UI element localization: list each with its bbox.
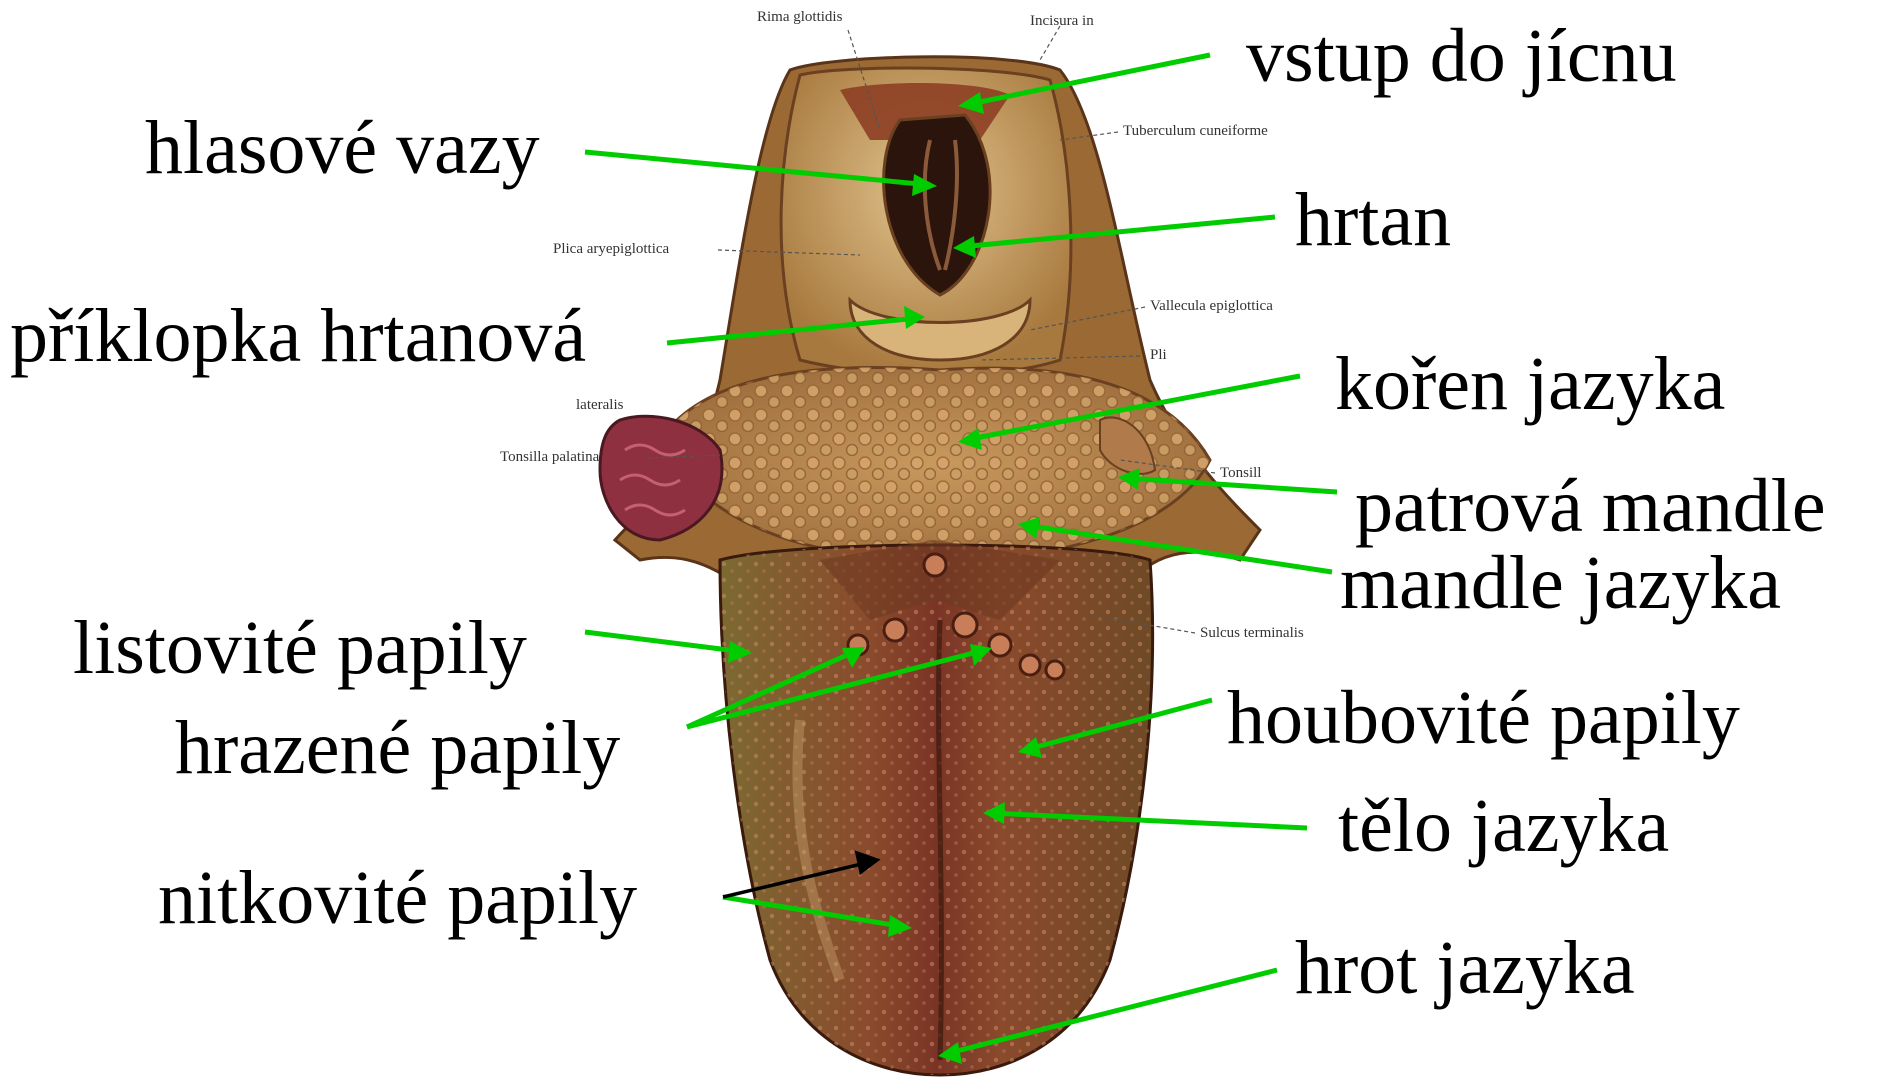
label-hlasove-vazy: hlasové vazy [145, 110, 540, 186]
label-telo-jazyka: tělo jazyka [1338, 788, 1669, 864]
latin-tonsill: Tonsill [1220, 466, 1261, 481]
latin-sulcus-terminalis: Sulcus terminalis [1200, 626, 1304, 641]
label-patrova-mandle: patrová mandle [1355, 468, 1826, 544]
latin-vallecula: Vallecula epiglottica [1150, 299, 1273, 314]
latin-incisura: Incisura in [1030, 14, 1094, 29]
label-houbovite-papily: houbovité papily [1227, 680, 1740, 756]
label-nitkovite-papily: nitkovité papily [158, 860, 637, 936]
label-hrot-jazyka: hrot jazyka [1295, 930, 1635, 1006]
median-sulcus [939, 620, 942, 1060]
latin-tonsilla-palatina: Tonsilla palatina [500, 450, 599, 465]
latin-pli: Pli [1150, 348, 1167, 363]
label-priklopka-hrtanova: příklopka hrtanová [10, 298, 586, 374]
latin-plica: Plica aryepiglottica [553, 242, 669, 257]
latin-tuberculum: Tuberculum cuneiforme [1123, 124, 1268, 139]
label-hrtan: hrtan [1295, 182, 1451, 258]
label-mandle-jazyka: mandle jazyka [1340, 545, 1781, 621]
latin-lateralis: lateralis [576, 398, 623, 413]
label-listovite-papily: listovité papily [73, 610, 527, 686]
label-vstup-do-jicnu: vstup do jícnu [1246, 18, 1677, 94]
label-koren-jazyka: kořen jazyka [1335, 346, 1725, 422]
latin-rima-glottidis: Rima glottidis [757, 10, 842, 25]
label-hrazene-papily: hrazené papily [175, 710, 620, 786]
